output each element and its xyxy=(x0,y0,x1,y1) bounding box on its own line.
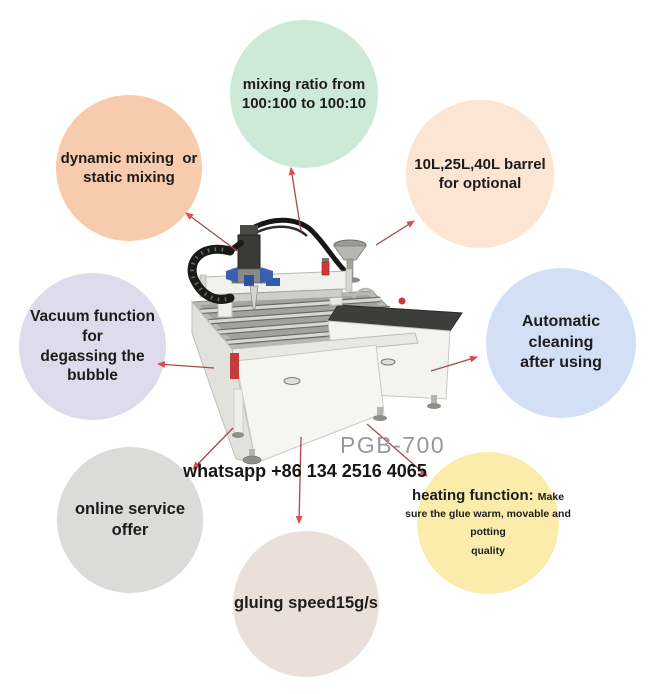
feature-label: bubble xyxy=(67,367,118,385)
feature-label: dynamic mixing or xyxy=(60,149,198,167)
indicator-light-cap xyxy=(322,258,329,262)
feature-label: heating function: Make xyxy=(411,486,565,504)
rear-left-foot xyxy=(232,432,244,438)
cabinet-handle xyxy=(283,377,301,385)
beam-endcap-right xyxy=(345,268,353,292)
feature-label: online service offer xyxy=(74,499,190,539)
feature-label: 100:100 to 100:10 xyxy=(241,95,367,112)
feature-label: sure the glue warm, movable and xyxy=(405,508,571,521)
feature-circle-auto-cleaning: Automatic cleaning after using xyxy=(486,268,636,418)
rear-left-leg xyxy=(233,388,244,434)
warning-label xyxy=(230,353,239,379)
feature-label: static mixing xyxy=(83,169,175,186)
potting-machine-illustration xyxy=(187,217,463,465)
leveling-feet xyxy=(242,395,441,465)
feature-circle-gluing-speed: gluing speed15g/s xyxy=(233,531,379,677)
indicator-light xyxy=(321,261,330,276)
feature-label: for optional xyxy=(438,175,522,192)
feature-label: potting xyxy=(470,526,506,539)
cable-arch xyxy=(239,217,348,274)
feature-label: Automatic cleaning xyxy=(521,313,609,351)
red-knob xyxy=(398,297,406,305)
feature-label: degassing the xyxy=(40,347,145,365)
beam-logo xyxy=(266,278,280,286)
feature-label: Vacuum function for xyxy=(30,307,160,345)
tank-box-handle xyxy=(380,358,396,366)
feature-circle-mixing-mode: dynamic mixing or static mixing xyxy=(56,95,202,241)
feature-label: 10L,25L,40L barrel xyxy=(414,155,546,173)
model-label: PGB-700 xyxy=(340,432,446,458)
feature-label: mixing ratio from xyxy=(242,75,366,93)
feature-label: after using xyxy=(520,354,602,372)
feature-circle-mixing-ratio: mixing ratio from 100:100 to 100:10 xyxy=(230,20,378,168)
feature-circle-online-service: online service offer xyxy=(57,447,203,593)
mixing-nozzle xyxy=(249,285,259,310)
whatsapp-contact: whatsapp +86 134 2516 4065 xyxy=(183,461,427,481)
feature-circle-barrel-options: 10L,25L,40L barrel for optional xyxy=(406,100,554,248)
cabinet-front xyxy=(235,344,385,464)
feature-label: quality xyxy=(471,544,505,557)
feature-circle-vacuum-degassing: Vacuum function for degassing the bubble xyxy=(19,273,166,420)
feature-label: gluing speed15g/s xyxy=(234,594,378,613)
dispensing-head xyxy=(226,225,273,310)
feature-circle-heating-function: heating function: Make sure the glue war… xyxy=(405,452,571,594)
